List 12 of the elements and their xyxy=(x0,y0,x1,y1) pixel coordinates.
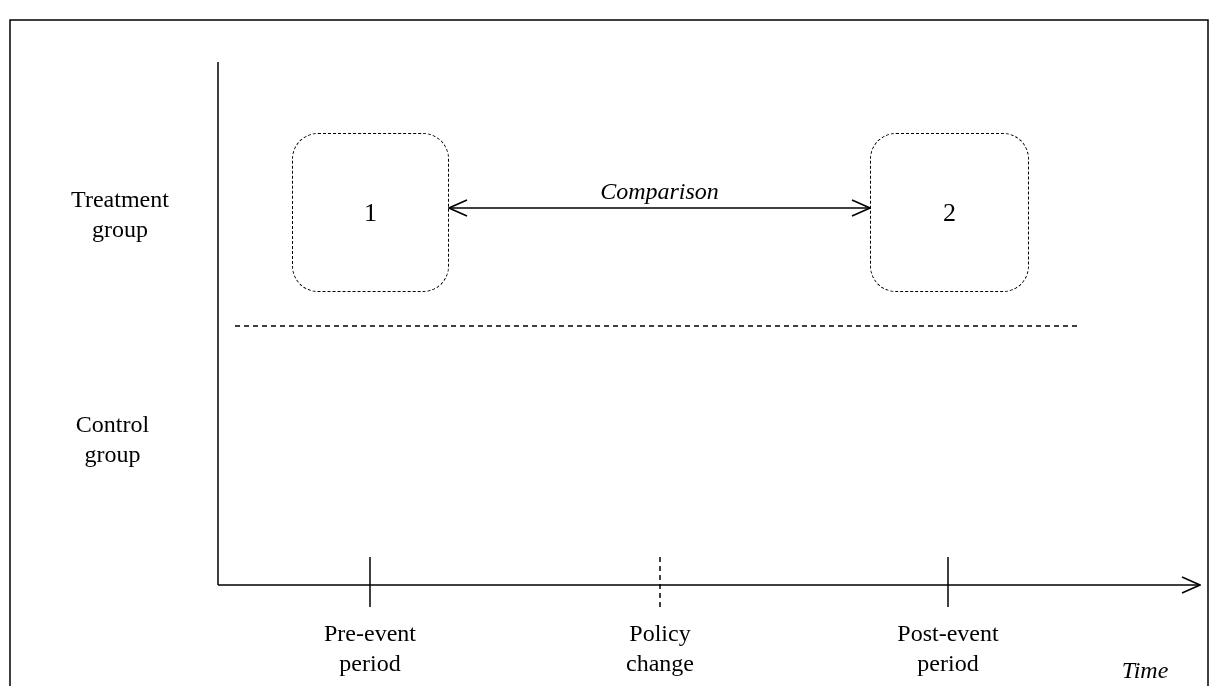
double-headed-arrow xyxy=(448,199,871,217)
tick-label: Post-event period xyxy=(896,619,1000,678)
dashed-rounded-box xyxy=(292,133,449,292)
box-number: 2 xyxy=(943,197,956,228)
row-label: Treatment group xyxy=(70,185,170,244)
tick-label: Pre-event period xyxy=(323,619,417,678)
tick-label: Policy change xyxy=(625,619,695,678)
edge-label: Comparison xyxy=(599,177,720,206)
row-label: Control group xyxy=(74,410,151,469)
box-number: 1 xyxy=(364,197,377,228)
dashed-rounded-box xyxy=(870,133,1029,292)
axis-label: Time xyxy=(1120,656,1170,685)
